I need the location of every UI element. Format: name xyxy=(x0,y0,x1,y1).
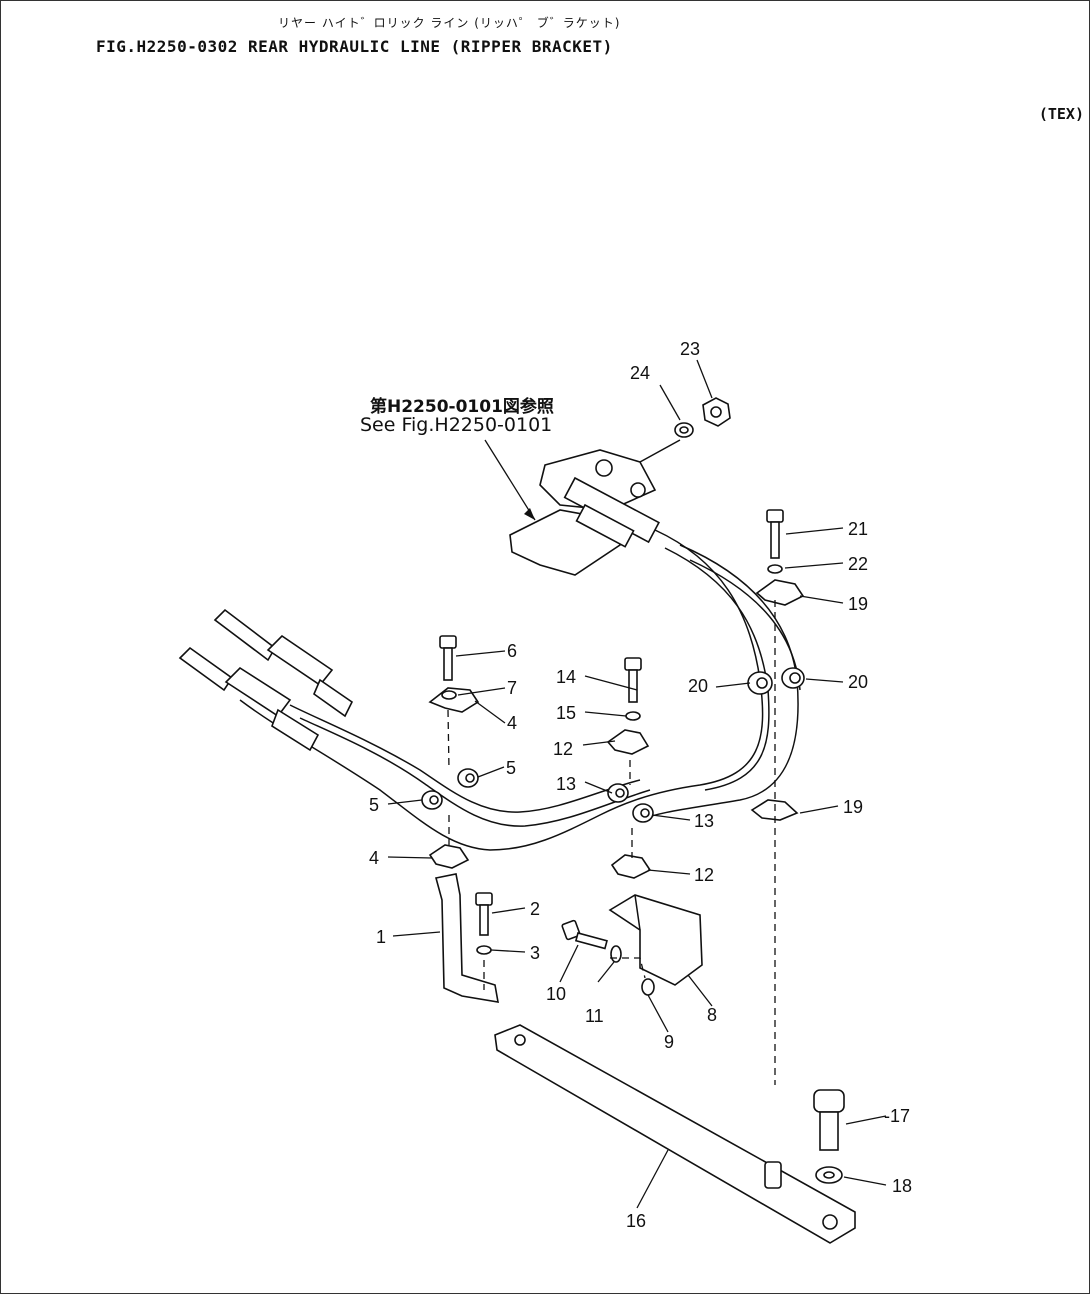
bracket-8 xyxy=(608,894,703,986)
callout-5: 5 xyxy=(369,795,379,815)
reference-arrowhead xyxy=(524,508,535,520)
callout-13: 13 xyxy=(556,774,576,794)
bolt-6 xyxy=(439,635,457,681)
callout-4: 4 xyxy=(369,848,379,868)
figure-title-japanese: リヤー ハイト゛ロリック ライン (リッハ゜ ブ゛ラケット) xyxy=(278,16,621,30)
bar-16 xyxy=(494,1024,856,1244)
hose-end-lower xyxy=(178,646,320,752)
washer-18 xyxy=(815,1166,843,1184)
reference-arrow xyxy=(484,439,536,521)
callout-6: 6 xyxy=(507,641,517,661)
callout-labels: 24 23 21 22 19 6 7 4 14 15 12 20 20 5 5 … xyxy=(369,339,912,1231)
cushion-5-upper xyxy=(457,768,479,788)
callout-5: 5 xyxy=(506,758,516,778)
nut-9 xyxy=(641,978,655,996)
cushion-20-right xyxy=(781,667,805,689)
callout-19: 19 xyxy=(848,594,868,614)
callout-3: 3 xyxy=(530,943,540,963)
clamp-top-center xyxy=(606,729,650,755)
washer-11 xyxy=(610,945,622,963)
callout-19: 19 xyxy=(843,797,863,817)
hose-end-upper xyxy=(213,608,354,718)
model-variant-label: (TEX) xyxy=(1038,105,1084,123)
figure-title: FIG.H2250-0302 REAR HYDRAULIC LINE (RIPP… xyxy=(96,37,613,56)
callout-21: 21 xyxy=(848,519,868,539)
callout-4: 4 xyxy=(507,713,517,733)
bolt-14 xyxy=(624,657,642,703)
callout-23: 23 xyxy=(680,339,700,359)
bolt-21 xyxy=(766,509,784,559)
callout-14: 14 xyxy=(556,667,576,687)
callout-12: 12 xyxy=(694,865,714,885)
washer-15 xyxy=(625,711,641,721)
callout-9: 9 xyxy=(664,1032,674,1052)
leader-lines xyxy=(387,359,887,1209)
cushion-20-left xyxy=(747,671,773,695)
callout-20: 20 xyxy=(848,672,868,692)
callout-2: 2 xyxy=(530,899,540,919)
callout-10: 10 xyxy=(546,984,566,1004)
washer-7 xyxy=(441,690,457,700)
callout-13: 13 xyxy=(694,811,714,831)
callout-12: 12 xyxy=(553,739,573,759)
adapter-fitting xyxy=(674,422,694,438)
bolt-17 xyxy=(813,1089,845,1151)
bolt-2 xyxy=(475,892,493,936)
washer-3 xyxy=(476,945,492,955)
clamp-bottom-center xyxy=(610,854,652,879)
callout-11: 11 xyxy=(585,1006,604,1026)
assembly-line xyxy=(610,957,646,979)
callout-17: -17 xyxy=(884,1106,910,1126)
valve-block xyxy=(509,439,681,576)
callout-18: 18 xyxy=(892,1176,912,1196)
callout-1: 1 xyxy=(376,927,386,947)
bolt-10 xyxy=(561,919,608,950)
cushion-5-lower xyxy=(421,790,443,810)
callout-24: 24 xyxy=(630,363,650,383)
reference-note-japanese: 第H2250-0101図参照 xyxy=(370,397,554,417)
clamp-bottom-left xyxy=(428,844,470,869)
assembly-line xyxy=(447,709,450,771)
clamp-top-right xyxy=(755,579,805,606)
callout-7: 7 xyxy=(507,678,517,698)
callout-16: 16 xyxy=(626,1211,646,1231)
callout-8: 8 xyxy=(707,1005,717,1025)
hex-nut xyxy=(702,397,731,427)
callout-22: 22 xyxy=(848,554,868,574)
washer-22 xyxy=(767,564,783,574)
callout-15: 15 xyxy=(556,703,576,723)
callout-20: 20 xyxy=(688,676,708,696)
reference-note: See Fig.H2250-0101 xyxy=(360,414,553,436)
cushion-13-lower xyxy=(632,803,654,823)
cushion-13-upper xyxy=(607,783,629,803)
bracket-1 xyxy=(435,873,499,1003)
